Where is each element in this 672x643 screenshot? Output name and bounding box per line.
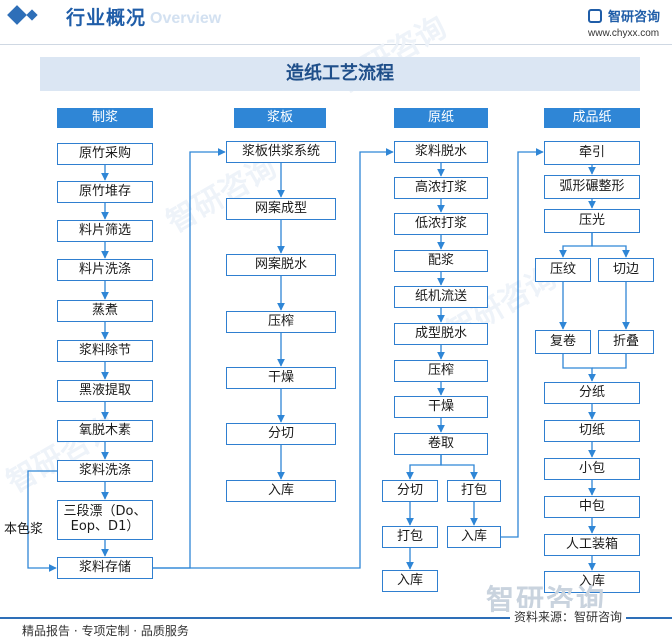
base-paper-pack-b: 打包 [382,526,438,548]
flow-arrow [153,148,226,569]
pulping-step-10: 三段漂（Do、 Eop、D1） [57,500,153,540]
finished-tail-step-3: 小包 [544,458,640,480]
pulping-step-2: 原竹堆存 [57,181,153,203]
header-divider [0,44,672,45]
base-paper-pack-a: 打包 [447,480,501,502]
flow-arrow [592,354,627,369]
pulping-step-7: 黑液提取 [57,380,153,402]
pulp-board-step-2: 网案成型 [226,198,336,220]
finished-emboss: 压纹 [535,258,591,282]
column-header-pulp-board: 浆板 [234,108,326,128]
pulp-board-step-7: 入库 [226,480,336,502]
base-paper-step-3: 低浓打浆 [394,213,488,235]
base-paper-step-7: 压榨 [394,360,488,382]
pulping-step-1: 原竹采购 [57,143,153,165]
base-paper-cut: 分切 [382,480,438,502]
base-paper-step-9: 卷取 [394,433,488,455]
base-paper-step-6: 成型脱水 [394,323,488,345]
logo-text: 智研咨询 [608,10,661,25]
flow-arrow [440,455,478,480]
finished-trim: 切边 [598,258,654,282]
flow-arrow [591,233,630,258]
flow-arrow [562,354,596,382]
base-paper-step-2: 高浓打浆 [394,177,488,199]
finished-rewind: 复卷 [535,330,591,354]
finished-fold: 折叠 [598,330,654,354]
finished-tail-step-5: 人工装箱 [544,534,640,556]
pulping-step-9: 浆料洗涤 [57,460,153,482]
base-paper-step-1: 浆料脱水 [394,141,488,163]
finished-tail-step-4: 中包 [544,496,640,518]
side-label: 本色浆 [4,522,44,537]
header-ghost-text: Overview [150,10,222,27]
column-header-base-paper: 原纸 [394,108,488,128]
finished-tail-step-1: 分纸 [544,382,640,404]
finished-step-2: 弧形碾整形 [544,175,640,199]
logo-icon [588,9,602,23]
pulp-board-step-5: 干燥 [226,367,336,389]
column-header-pulping: 制浆 [57,108,153,128]
footer-left-text: 精品报告 · 专项定制 · 品质服务 [22,624,189,638]
base-paper-step-8: 干燥 [394,396,488,418]
pulp-board-step-1: 浆板供浆系统 [226,141,336,163]
finished-step-1: 牵引 [544,141,640,165]
base-paper-step-5: 纸机流送 [394,286,488,308]
footer-divider [0,617,672,619]
diagram-title: 造纸工艺流程 [40,57,640,91]
finished-tail-step-6: 入库 [544,571,640,593]
pulping-step-11: 浆料存储 [57,557,153,579]
pulp-board-step-6: 分切 [226,423,336,445]
flow-arrow [501,148,544,538]
base-paper-store-a: 入库 [382,570,438,592]
base-paper-step-4: 配浆 [394,250,488,272]
footer-source: 资料来源：智研咨询 [510,608,627,625]
pulp-board-step-4: 压榨 [226,311,336,333]
finished-step-3: 压光 [544,209,640,233]
column-header-finished-paper: 成品纸 [544,108,640,128]
pulp-board-step-3: 网案脱水 [226,254,336,276]
pulping-step-4: 料片洗涤 [57,259,153,281]
finished-tail-step-2: 切纸 [544,420,640,442]
pulping-step-3: 料片筛选 [57,220,153,242]
pulping-step-5: 蒸煮 [57,300,153,322]
pulping-step-8: 氧脱木素 [57,420,153,442]
header-title: 行业概况 [66,7,147,29]
pulping-step-6: 浆料除节 [57,340,153,362]
flow-arrow [559,233,593,258]
base-paper-store-b: 入库 [447,526,501,548]
flow-arrow [406,455,442,480]
flow-arrow [153,148,394,569]
logo-url: www.chyxx.com [588,28,660,39]
